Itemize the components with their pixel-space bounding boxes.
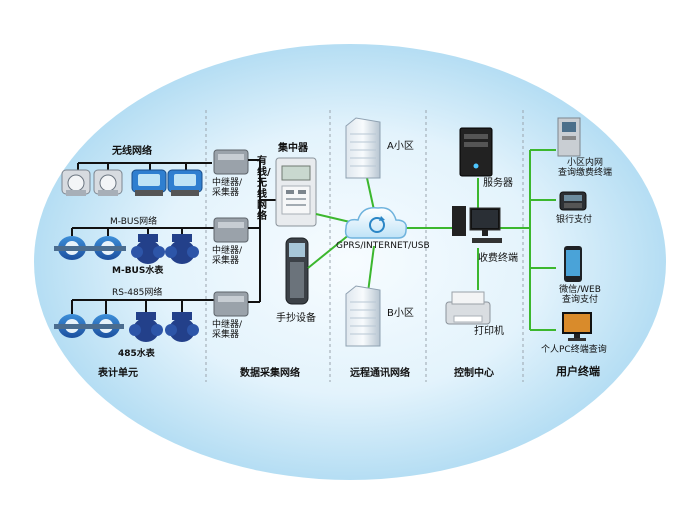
rs485-meters: [54, 312, 199, 342]
atm-device: [557, 117, 581, 157]
cloud-label: GPRS/INTERNET/USB: [336, 241, 430, 251]
handheld-label: 手抄设备: [276, 313, 316, 324]
billing-pc-device: [452, 206, 502, 243]
relay-label-1: 中继器/ 采集器: [212, 178, 243, 199]
relay-label-2: 中继器/ 采集器: [212, 246, 243, 267]
intranet-terminal-label: 小区内网 查询缴费终端: [557, 158, 612, 179]
handheld-device: [285, 237, 309, 305]
server-label: 服务器: [483, 178, 513, 189]
area-a-label: A小区: [387, 141, 414, 152]
pc-terminal-label: 个人PC终端查询: [541, 345, 607, 355]
printer-device: [445, 291, 491, 325]
relay-cables: [248, 159, 276, 303]
section-data-network: 数据采集网络: [240, 368, 300, 379]
rs485-network-label: RS-485网络: [112, 288, 163, 298]
section-remote-network: 远程通讯网络: [350, 368, 410, 379]
wireless-network-label: 无线网络: [112, 146, 152, 157]
relay-boxes: [213, 149, 249, 317]
mbus-network-label: M-BUS网络: [110, 217, 158, 227]
building-b: [345, 285, 381, 347]
printer-label: 打印机: [474, 326, 504, 337]
wireless-meters: [61, 169, 203, 196]
relay-label-3: 中继器/ 采集器: [212, 320, 243, 341]
rs485-meter-label: 485水表: [118, 349, 155, 359]
billing-terminal-label: 收费终端: [478, 253, 518, 264]
server-device: [459, 127, 493, 177]
section-metering-unit: 表计单元: [98, 368, 138, 379]
wechat-web-label: 微信/WEB 查询支付: [559, 285, 601, 306]
mbus-meter-label: M-BUS水表: [112, 266, 164, 276]
bank-pay-label: 银行支付: [556, 215, 593, 225]
section-control-center: 控制中心: [454, 368, 494, 379]
network-links: [307, 149, 556, 331]
smartphone-device: [564, 246, 582, 282]
cloud-icon: [344, 207, 408, 239]
building-a: [345, 117, 381, 179]
concentrator-device: [275, 157, 317, 227]
mbus-meters: [54, 234, 199, 264]
section-user-terminal: 用户终端: [556, 365, 600, 378]
concentrator-label: 集中器: [278, 143, 308, 154]
personal-pc-device: [562, 312, 592, 341]
area-b-label: B小区: [387, 308, 414, 319]
background-ellipse: [34, 44, 666, 480]
pos-terminal-device: [559, 191, 587, 211]
meter-cables: [71, 162, 214, 314]
wired-wireless-network-label: 有线/无线网络: [257, 156, 271, 222]
